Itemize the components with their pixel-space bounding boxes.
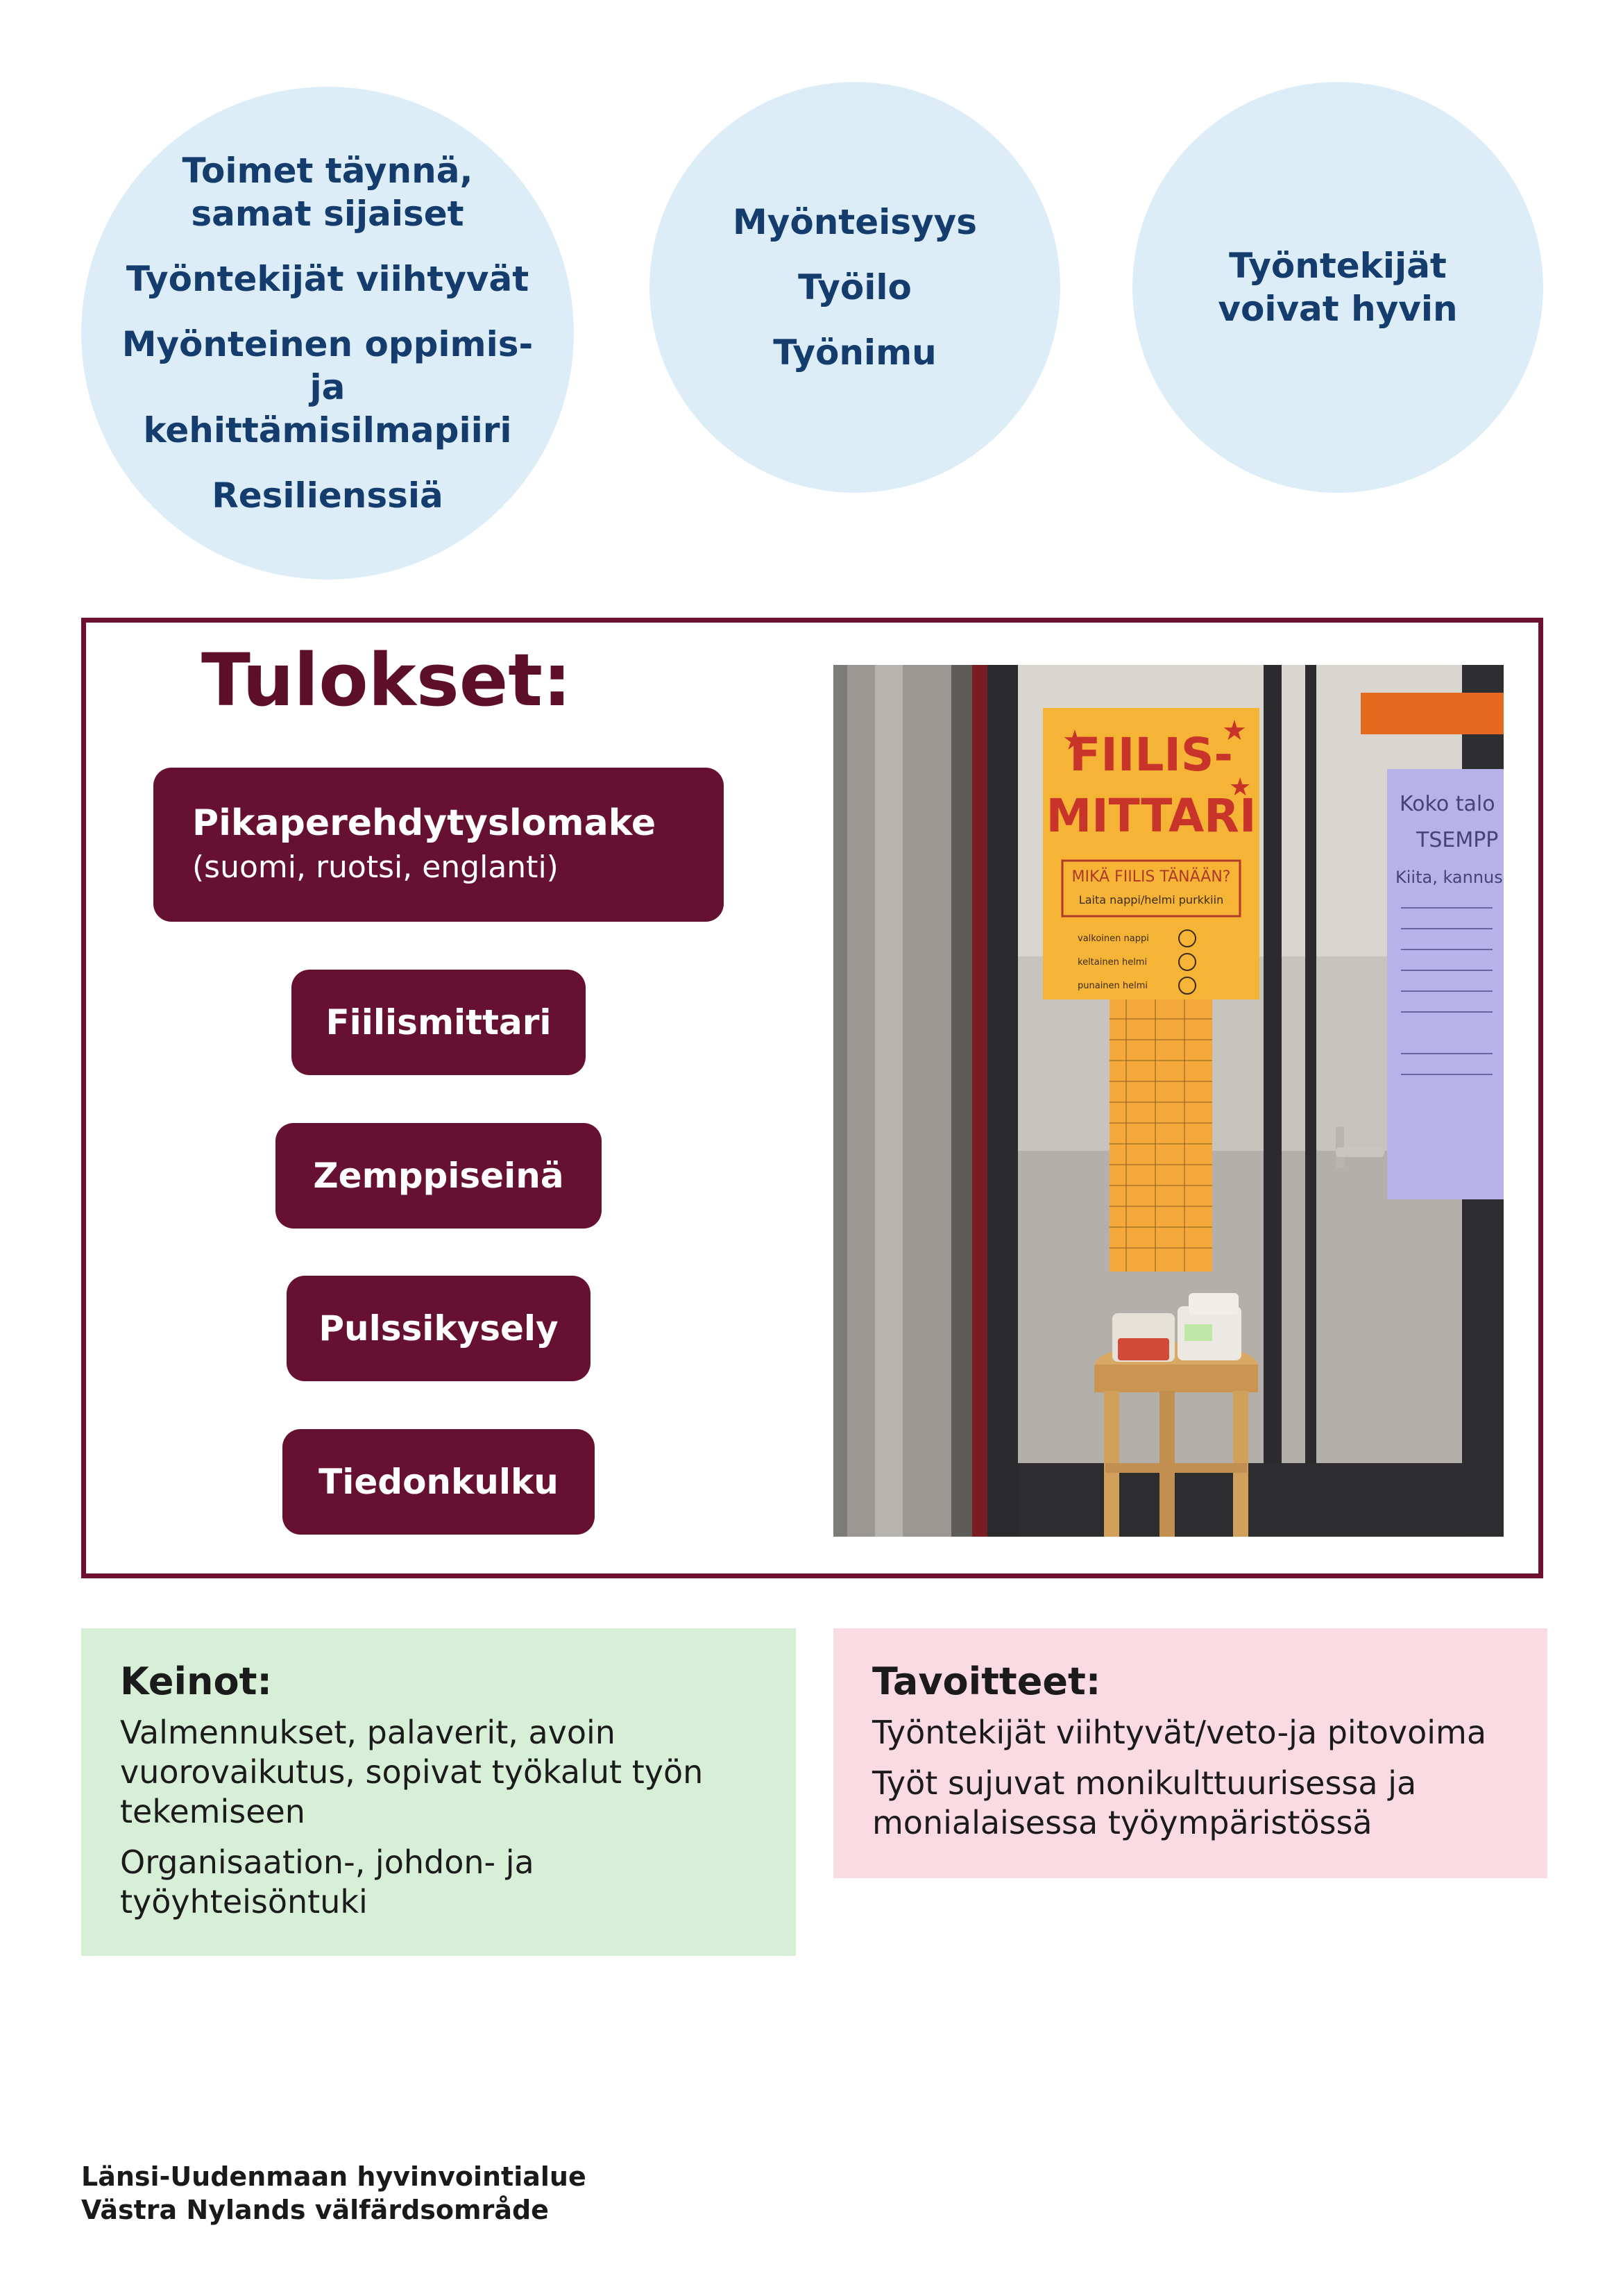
results-title: Tulokset: (201, 638, 572, 723)
result-main-label: Pikaperehdytyslomake (192, 802, 656, 844)
keinot-paragraph-2: Organisaation-, johdon- ja työyhteisöntu… (120, 1843, 534, 1921)
poster-row-1: valkoinen nappi (1078, 934, 1149, 944)
tavoitteet-box: Tavoitteet: Työntekijät viihtyvät/veto-j… (833, 1628, 1547, 1878)
poster-title-2: MITTARI (1046, 789, 1256, 843)
poster-instruction: Laita nappi/helmi purkkiin (1079, 893, 1223, 906)
poster-row-2: keltainen helmi (1078, 957, 1147, 968)
result-tiedonkulku: Tiedonkulku (282, 1429, 595, 1535)
keinot-paragraph-1: Valmennukset, palaverit, avoin vuorovaik… (120, 1714, 704, 1830)
footer-line-fi: Länsi-Uudenmaan hyvinvointialue (81, 2161, 586, 2192)
circle-1-item-2: Työntekijät viihtyvät (126, 259, 529, 299)
tavoitteet-paragraph-1: Työntekijät viihtyvät/veto-ja pitovoima (872, 1714, 1487, 1751)
result-pulssikysely: Pulssikysely (287, 1276, 590, 1381)
result-fiilismittari: Fiilismittari (291, 970, 586, 1075)
wall-poster-line-3: Kiita, kannus (1395, 868, 1503, 887)
result-zemppiseina: Zemppiseinä (275, 1123, 602, 1229)
keinot-heading: Keinot: (120, 1660, 272, 1703)
wall-poster-line-1: Koko talo (1400, 792, 1495, 816)
goal-circle-1: Toimet täynnä, samat sijaiset Työntekijä… (81, 87, 574, 580)
circle-1-item-4: Resilienssiä (212, 475, 443, 516)
footer-line-sv: Västra Nylands välfärdsområde (81, 2195, 549, 2225)
result-main-sublabel: (suomi, ruotsi, englanti) (192, 850, 559, 885)
circle-2-item-2: Työilo (798, 267, 912, 307)
circle-2-item-3: Työnimu (773, 332, 937, 373)
circle-1-item-1: Toimet täynnä, samat sijaiset (182, 151, 473, 234)
goal-circle-2: Myönteisyys Työilo Työnimu (649, 82, 1060, 493)
star-icon: ★ (1062, 725, 1087, 757)
result-pikaperehdytyslomake: Pikaperehdytyslomake (suomi, ruotsi, eng… (153, 768, 724, 922)
poster-title-1: FIILIS- (1069, 728, 1233, 782)
fiilismittari-photo: FIILIS- MITTARI ★ ★ ★ MIKÄ FIILIS TÄNÄÄN… (833, 665, 1504, 1537)
circle-1-item-3: Myönteinen oppimis- ja kehittämisilmapii… (121, 324, 534, 450)
footer: Länsi-Uudenmaan hyvinvointialue Västra N… (81, 2160, 586, 2227)
star-icon: ★ (1222, 715, 1247, 747)
keinot-box: Keinot: Valmennukset, palaverit, avoin v… (81, 1628, 796, 1956)
circle-3-item-1: Työntekijät voivat hyvin (1218, 246, 1458, 329)
goal-circle-3: Työntekijät voivat hyvin (1132, 82, 1543, 493)
poster-row-3: punainen helmi (1078, 981, 1148, 991)
poster-subtitle: MIKÄ FIILIS TÄNÄÄN? (1072, 868, 1231, 886)
wall-poster-line-2: TSEMPP (1416, 828, 1498, 852)
tavoitteet-heading: Tavoitteet: (872, 1660, 1101, 1703)
circle-2-item-1: Myönteisyys (733, 202, 977, 242)
tavoitteet-paragraph-2: Työt sujuvat monikulttuurisessa ja monia… (872, 1764, 1417, 1841)
star-icon: ★ (1229, 773, 1251, 802)
